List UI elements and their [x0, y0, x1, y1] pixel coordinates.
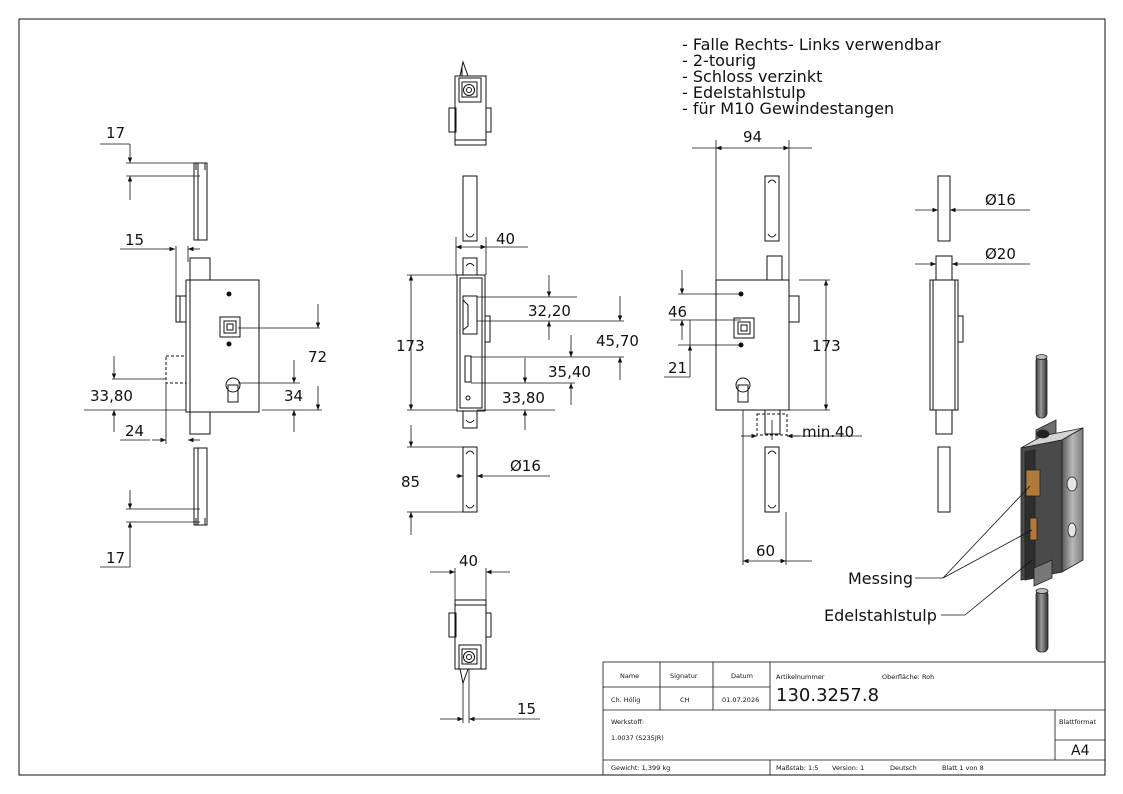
title-block-text: Name Signatur Datum Ch. Hölig CH 01.07.2… — [611, 672, 1096, 772]
note-line: - Edelstahlstulp — [682, 83, 806, 102]
dim-46: 46 — [668, 303, 687, 321]
oberflaeche: Oberfläche: Roh — [882, 673, 934, 681]
note-line: - 2-tourig — [682, 51, 756, 70]
blattformat-label: Blattformat — [1059, 718, 1096, 726]
callout-text: Messing Edelstahlstulp — [824, 569, 937, 625]
author-signatur: CH — [680, 696, 690, 704]
dim-diameter-16: Ø16 — [510, 457, 541, 475]
dim-21: 21 — [668, 359, 687, 377]
isometric-lock-view — [1020, 354, 1084, 653]
artikelnummer-label: Artikelnummer — [776, 673, 825, 681]
title-block — [602, 661, 1106, 776]
dim-85: 85 — [401, 473, 420, 491]
dim-72: 72 — [308, 348, 327, 366]
dim-17-top: 17 — [106, 124, 125, 142]
front-view-dim-text: 40 173 32,20 45,70 35,40 33,80 85 Ø16 — [396, 230, 639, 491]
back-view — [715, 175, 800, 513]
header-signatur: Signatur — [670, 672, 698, 680]
back-view-dimensions — [664, 140, 862, 565]
note-line: - Falle Rechts- Links verwendbar — [682, 35, 941, 54]
dim-34: 34 — [284, 387, 303, 405]
blatt: Blatt 1 von 8 — [942, 764, 984, 772]
left-view-dim-text: 17 15 72 33,80 34 24 17 — [90, 124, 327, 567]
dim-33-80: 33,80 — [502, 389, 545, 407]
sprache: Deutsch — [890, 764, 917, 772]
dim-15: 15 — [517, 700, 536, 718]
spec-notes: - Falle Rechts- Links verwendbar - 2-tou… — [682, 35, 941, 118]
left-view-dimensions — [84, 143, 322, 568]
bottom-view-dim-text: 40 15 — [459, 552, 536, 718]
dim-45-70: 45,70 — [596, 332, 639, 350]
blattformat: A4 — [1071, 743, 1090, 759]
dim-24: 24 — [125, 422, 144, 440]
artikelnummer: 130.3257.8 — [776, 685, 879, 706]
right-side-view — [929, 175, 964, 513]
callout-leaders — [915, 485, 1033, 616]
dim-17-bottom: 17 — [106, 549, 125, 567]
dim-15: 15 — [125, 231, 144, 249]
dim-173: 173 — [812, 337, 841, 355]
left-side-view — [165, 162, 260, 526]
massstab: Maßstab: 1:5 — [776, 764, 818, 772]
version: Version: 1 — [832, 764, 864, 772]
header-name: Name — [620, 672, 639, 680]
drawing-date: 01.07.2026 — [722, 696, 759, 704]
werkstoff: 1.0037 (S235JR) — [611, 734, 664, 742]
dim-60: 60 — [756, 542, 775, 560]
dim-40: 40 — [496, 230, 515, 248]
werkstoff-label: Werkstoff: — [611, 718, 644, 726]
dim-32-20: 32,20 — [528, 302, 571, 320]
gewicht: Gewicht: 1,399 kg — [611, 764, 670, 772]
dim-diameter-20: Ø20 — [985, 245, 1016, 263]
sheet-border — [18, 18, 1106, 776]
note-line: - für M10 Gewindestangen — [682, 99, 894, 118]
side-view-dim-text: Ø16 Ø20 — [985, 191, 1016, 263]
front-view — [456, 175, 491, 513]
callout-edelstahlstulp: Edelstahlstulp — [824, 606, 937, 625]
dim-40: 40 — [459, 552, 478, 570]
callout-messing: Messing — [848, 569, 913, 588]
header-datum: Datum — [731, 672, 753, 680]
author-name: Ch. Hölig — [611, 696, 640, 704]
dim-diameter-16: Ø16 — [985, 191, 1016, 209]
dim-33-80: 33,80 — [90, 387, 133, 405]
front-view-dimensions — [407, 237, 624, 535]
dim-35-40: 35,40 — [548, 363, 591, 381]
bottom-view — [448, 599, 492, 685]
dim-173: 173 — [396, 337, 425, 355]
back-view-dim-text: 94 46 21 173 min.40 60 — [668, 128, 854, 560]
top-view — [448, 60, 492, 146]
side-view-dimensions — [915, 207, 1030, 267]
note-line: - Schloss verzinkt — [682, 67, 822, 86]
bottom-view-dimensions — [430, 568, 540, 723]
dim-94: 94 — [743, 128, 762, 146]
dim-min-40: min.40 — [802, 423, 854, 441]
